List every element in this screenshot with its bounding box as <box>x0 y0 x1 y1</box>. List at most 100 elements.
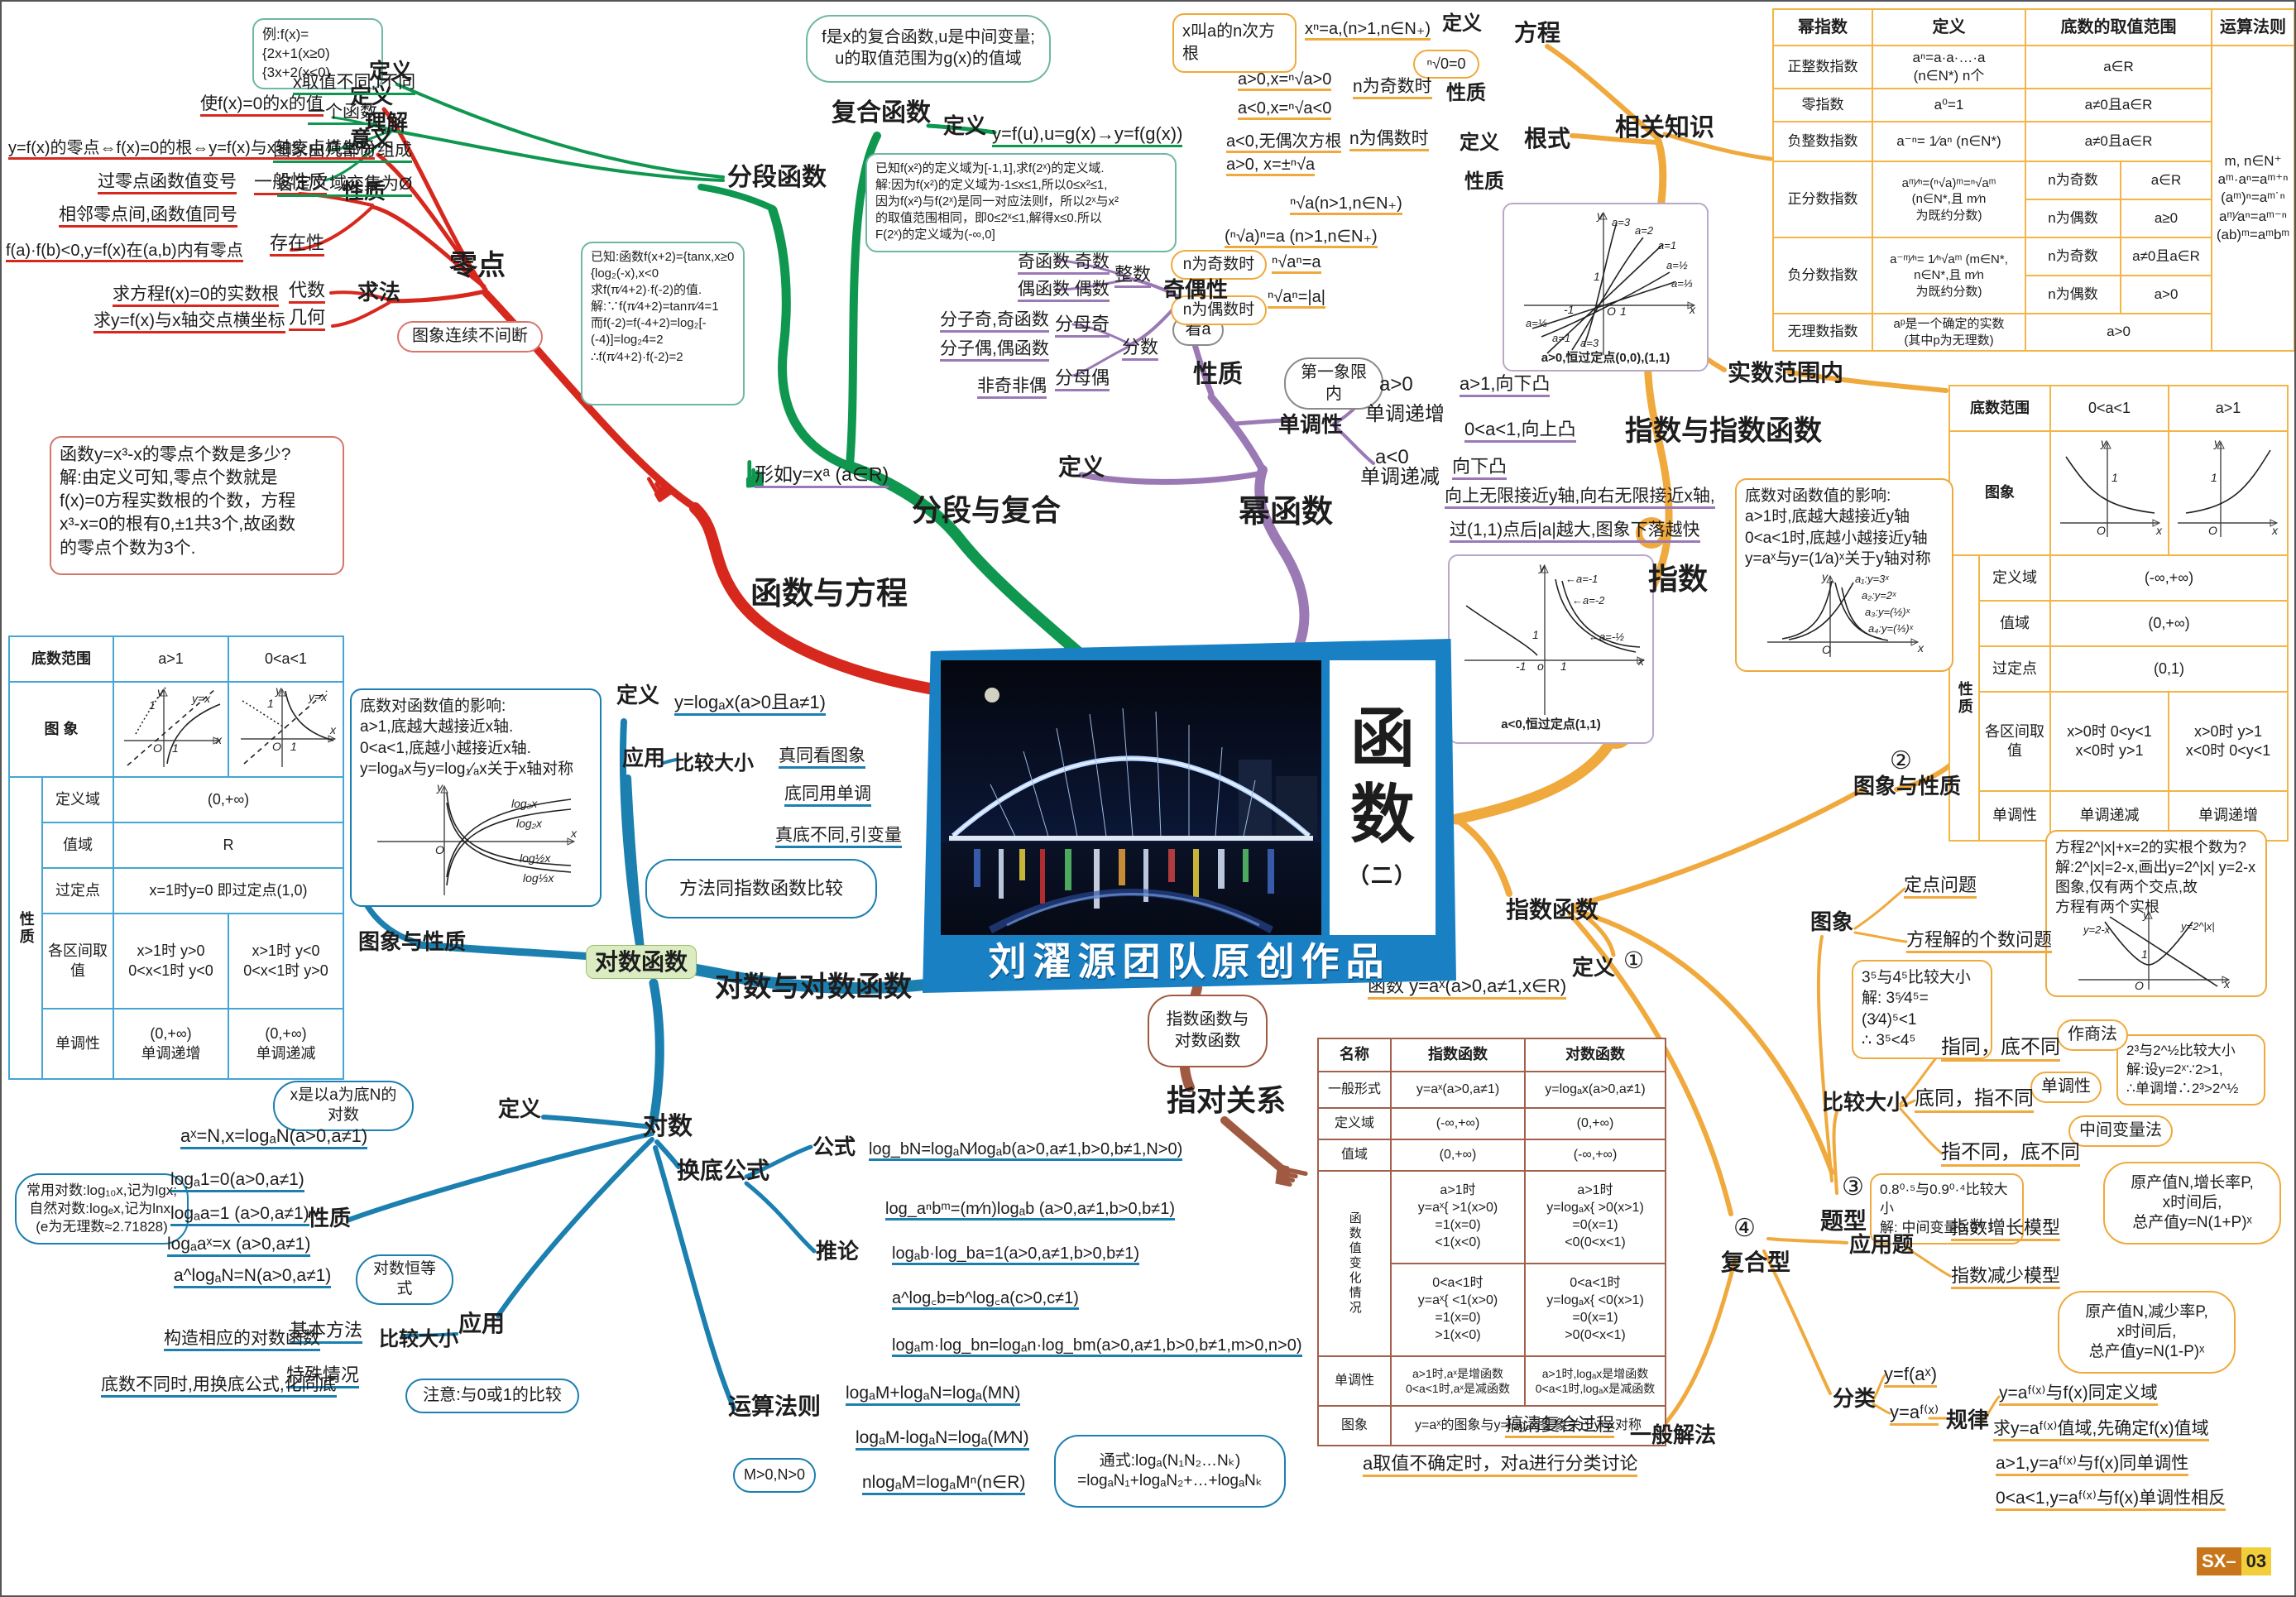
power-r4-odd-range: a∈R <box>2120 161 2212 200</box>
p-fraction: 分数 <box>1122 337 1159 361</box>
svg-text:x: x <box>1689 303 1696 316</box>
title-subtitle: （二） <box>1347 862 1417 888</box>
svg-text:y: y <box>1538 560 1546 573</box>
b-def-label: 定义 <box>616 683 660 707</box>
o-image2: 图象 <box>1810 909 1854 934</box>
r-method: 求法 <box>357 280 401 305</box>
o-discuss: a取值不确定时，对a进行分类讨论 <box>1363 1453 1638 1477</box>
o-growth: 指数增长模型 <box>1951 1217 2061 1241</box>
b-o2: logₐM-logₐN=logₐ(M⁄N) <box>856 1428 1029 1451</box>
o-cloud-quotient: 作商法 <box>2057 1019 2128 1051</box>
o-exp-branch-title: 指数与指数函数 <box>1625 415 1822 447</box>
svg-text:a=3: a=3 <box>1612 216 1631 228</box>
g-composite-node: 复合函数 <box>832 99 931 127</box>
svg-text:y=x: y=x <box>308 690 328 703</box>
svg-text:1: 1 <box>149 698 156 712</box>
sheet-badge-number: 03 <box>2241 1547 2272 1575</box>
b-cloud-common: 常用对数:log₁₀x,记为lgx; 自然对数:logₑx,记为lnx; (e为… <box>15 1173 189 1245</box>
g-example1-box: 例:f(x)={2x+1(x≥0) {3x+2(x<0) <box>252 18 383 90</box>
log-h2: 0<a<1 <box>228 635 344 683</box>
b-basic: 基本方法 <box>290 1320 363 1344</box>
p-a01-convex: 0<a<1,向上凸 <box>1464 419 1576 443</box>
r-prop-general: 一般性质 <box>254 171 328 195</box>
b-change-base: 换底公式 <box>677 1158 770 1183</box>
o-circ1: ① <box>1623 947 1645 973</box>
svg-text:O: O <box>2135 979 2144 992</box>
p-even-fn: 偶函数 偶数 <box>1018 280 1110 302</box>
log-interval-1: x>1时 y>0 0<x<1时 y<0 <box>113 913 229 1010</box>
power-r5-odd-range: a≠0且a∈R <box>2120 237 2212 276</box>
g-branch-title: 分段与复合 <box>912 493 1062 527</box>
exp-point: (0,1) <box>2049 645 2289 693</box>
log-props-label: 性质 <box>8 776 43 1080</box>
o-cloud-mid: 中间变量法 <box>2068 1115 2173 1147</box>
b-apply2: 应用 <box>458 1311 506 1336</box>
r-prop-general-text: 过零点函数值变号 <box>98 172 237 194</box>
svg-text:y=2^|x|: y=2^|x| <box>2180 920 2215 933</box>
svg-text:o: o <box>1537 659 1544 673</box>
o-fixed-pt: 定点问题 <box>1904 875 1977 899</box>
power-r3-name: 负整数指数 <box>1772 121 1873 162</box>
log-domain-label: 定义域 <box>41 776 114 823</box>
p-a-neg: a<0 <box>1375 446 1409 468</box>
svg-text:log₂x: log₂x <box>516 817 543 830</box>
o-compare: 比较大小 <box>1822 1090 1909 1115</box>
svg-text:a=⅓: a=⅓ <box>1671 277 1693 290</box>
o-classify: 分类 <box>1833 1386 1877 1411</box>
g-cloud-composite: f是x的复合函数,u是中间变量; u的取值范围为g(x)的值域 <box>806 15 1051 83</box>
exp-domain-label: 定义域 <box>1978 554 2051 602</box>
exp-graph-cell-1 <box>2049 430 2169 556</box>
cmp-change-log-2: 0<a<1时 y=logₐx{ <0(x>1) =0(x=1) >0(0<x<1… <box>1524 1263 1666 1357</box>
power-r1-range: a∈R <box>2025 45 2212 89</box>
o-decay: 指数减少模型 <box>1951 1265 2061 1289</box>
r-exist-label: 存在性 <box>270 233 325 257</box>
o-root-form: ⁿ√a(n>1,n∈N₊) <box>1290 194 1402 216</box>
o-cmp089-box: 0.8⁰·⁵与0.9⁰·⁴比较大小 解: 中间变量0.9⁰·⁵ <box>1870 1173 2024 1245</box>
svg-text:1: 1 <box>290 740 297 753</box>
b-p2: logₐa=1 (a>0,a≠1) <box>170 1204 309 1226</box>
g-def2: 定义 <box>943 113 987 138</box>
svg-text:y=2-x: y=2-x <box>2083 923 2111 936</box>
p-num-odd: 分子奇,奇函数 <box>940 310 1049 333</box>
o-odd-n: n为奇数时 <box>1353 77 1432 99</box>
svg-text:y: y <box>2142 908 2150 921</box>
p-dec: 单调递减 <box>1360 466 1440 488</box>
o-eqroot-box: 方程2^|x|+x=2的实根个数为? 解:2^|x|=2-x,画出y=2^|x|… <box>2045 830 2267 997</box>
cmp-change-exp-1: a>1时 y=aˣ{ >1(x>0) =1(x=0) <1(x<0) <box>1390 1170 1526 1264</box>
log-graph-cell-1 <box>113 681 229 778</box>
svg-text:O: O <box>1607 305 1616 318</box>
b-cloud-xlog: x是以a为底N的对数 <box>273 1081 414 1131</box>
b-formula-label: 公式 <box>812 1134 856 1159</box>
r-prop-label: 性质 <box>343 179 386 204</box>
p-def-text: 形如y=xᵃ (a∈R) <box>755 463 889 488</box>
b-p3: logₐaˣ=x (a>0,a≠1) <box>167 1235 311 1257</box>
cmp-domain-exp: (-∞,+∞) <box>1390 1107 1526 1140</box>
g-example2-box: 已知:函数f(x+2)={tanx,x≥0 {log₂(-x),x<0 求f(π… <box>581 242 745 405</box>
power-r3-range: a≠0且a∈R <box>2025 121 2212 162</box>
p-def: 定义 <box>1058 454 1105 480</box>
svg-text:1: 1 <box>1532 628 1539 641</box>
power-r4-def: aᵐ⁄ⁿ=(ⁿ√a)ᵐ=ⁿ√aᵐ (n∈N*,且 m⁄n 为既约分数) <box>1872 161 2026 238</box>
r-cloud-continuous: 图象连续不间断 <box>397 321 543 352</box>
o-cloud-decay: 原产值N,减少率P, x时间后, 总产值y=N(1-P)ˣ <box>2058 1291 2236 1374</box>
svg-text:1: 1 <box>2111 471 2118 484</box>
p-odd-fn: 奇函数 奇数 <box>1018 252 1110 275</box>
svg-text:←a=-2: ←a=-2 <box>1572 594 1605 607</box>
o-radical: 根式 <box>1524 126 1571 151</box>
log-range: R <box>113 822 344 869</box>
svg-text:a₃:y=(½)ˣ: a₃:y=(½)ˣ <box>1865 606 1910 618</box>
p-a1-convex: a>1,向下凸 <box>1460 373 1551 397</box>
p-num-even: 分子偶,偶函数 <box>940 339 1049 362</box>
b-o1: logₐM+logₐN=logₐ(MN) <box>846 1384 1021 1406</box>
r-meaning-text: y=f(x)的零点⇔f(x)=0的根⇔y=f(x)与x轴交点横坐标 <box>8 139 375 161</box>
p-inc: 单调递增 <box>1365 403 1445 425</box>
p-den-even: 分母偶 <box>1055 367 1110 391</box>
b-def-formula: y=logₐx(a>0且a≠1) <box>674 692 826 716</box>
b-log-node: 对数 <box>643 1113 693 1140</box>
b-p1: logₐ1=0(a>0,a≠1) <box>170 1170 304 1192</box>
cmp-domain-label: 定义域 <box>1317 1107 1392 1140</box>
